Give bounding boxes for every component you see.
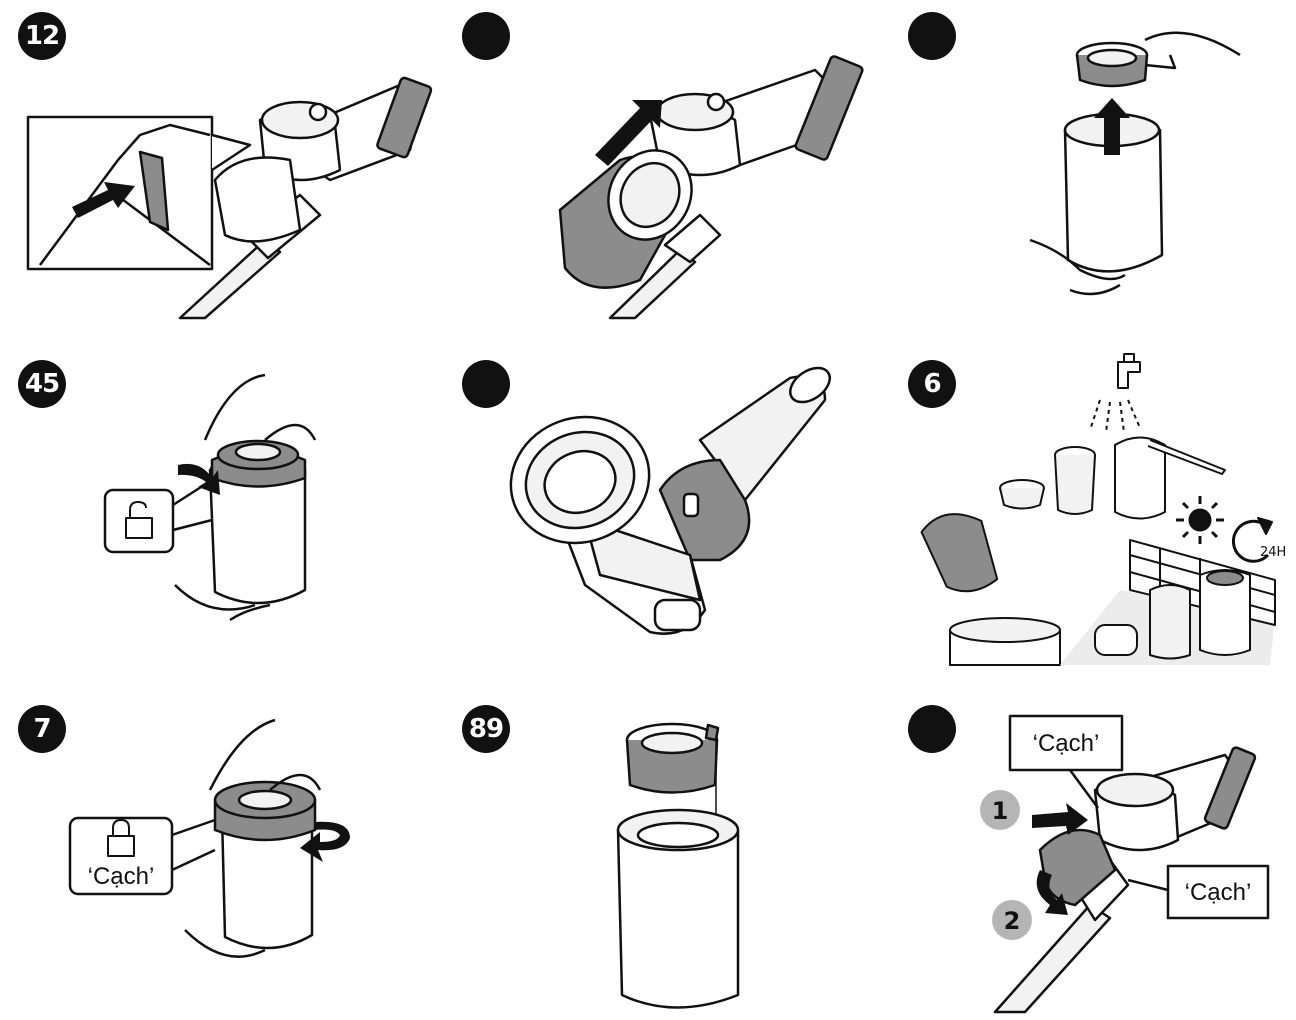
- step-badge-1: 12: [18, 12, 66, 60]
- dry-time-label: 24H: [1260, 545, 1286, 560]
- step-badge-3: [908, 12, 956, 60]
- panel-2-illustration: [558, 55, 864, 320]
- panel-1-illustration: [26, 76, 433, 320]
- sun-icon: [1176, 496, 1224, 544]
- panel-6-illustration: [920, 353, 1276, 666]
- panel-7-callout-text: ‘Cạch’: [88, 863, 155, 890]
- panel-8-illustration: [616, 722, 740, 1009]
- step-badge-8: 89: [462, 705, 510, 753]
- panel-4-illustration: [103, 373, 317, 622]
- twist-arrow-icon: [178, 463, 220, 495]
- lock-closed-icon: [107, 819, 135, 857]
- insert-arrow-icon: [1032, 803, 1088, 835]
- faucet-icon: [1089, 353, 1141, 433]
- push-arrow-icon: [72, 182, 135, 218]
- step-badge-2: [462, 12, 510, 60]
- panel-9-callout-bottom: ‘Cạch’: [1185, 879, 1252, 906]
- panel-9-illustration: [980, 714, 1270, 1014]
- panel-9-step-1: 1: [992, 797, 1009, 825]
- step-badge-5: [462, 360, 510, 408]
- panel-9-callout-top: ‘Cạch’: [1033, 730, 1100, 757]
- panel-3-illustration: [1029, 31, 1241, 296]
- lock-open-icon: [125, 501, 153, 539]
- lock-twist-arrow-icon: [300, 821, 350, 862]
- panel-7-illustration: [68, 718, 350, 958]
- pull-arrow-icon: [595, 100, 662, 166]
- step-badge-4: 45: [18, 360, 66, 408]
- step-badge-7: 7: [18, 705, 66, 753]
- lift-arrow-icon: [1094, 98, 1130, 155]
- step-badge-9: [908, 705, 956, 753]
- panel-9-step-2: 2: [1004, 907, 1021, 935]
- rotate-arrow-icon: [1231, 517, 1273, 563]
- step-badge-6: 6: [908, 360, 956, 408]
- rotate-down-arrow-icon: [1036, 870, 1068, 915]
- panel-5-illustration: [509, 366, 831, 635]
